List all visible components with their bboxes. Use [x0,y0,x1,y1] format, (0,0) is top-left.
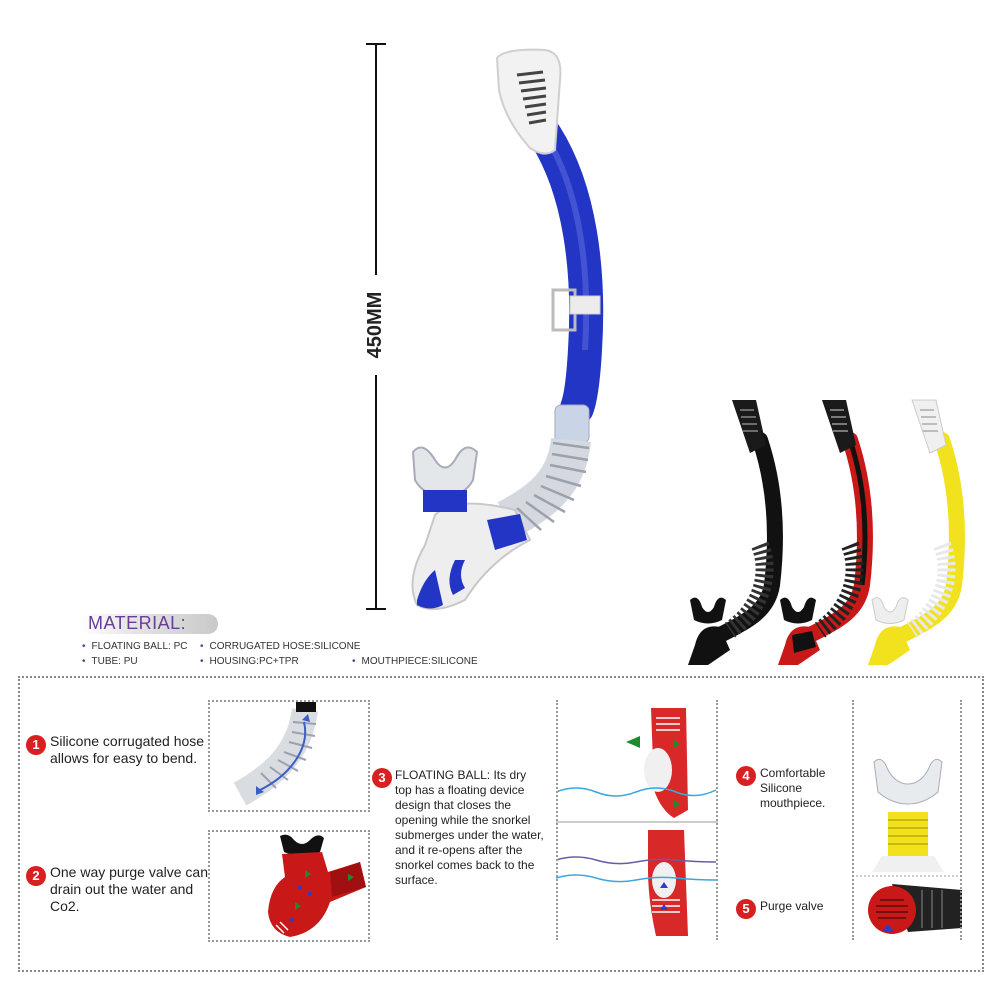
feature-number-badge: 3 [372,768,392,788]
feature-number-badge: 4 [736,766,756,786]
snorkel-color-variants [688,399,965,665]
material-item: •CORRUGATED HOSE:SILICONE [200,641,361,652]
material-item: •FLOATING BALL: PC [82,641,188,652]
dimension-cap-bottom [366,608,386,610]
snorkel-variant-red [778,400,873,665]
bullet-icon: • [82,656,86,667]
purge-valve-thumbnail [208,830,370,942]
feature-text: Purge valve [760,899,824,913]
floating-ball-cutaway-image [555,708,718,936]
material-title: MATERIAL: [88,613,187,633]
bullet-icon: • [82,641,86,652]
feature-number-badge: 1 [26,735,46,755]
purge-valve-cutaway-image [268,834,366,937]
material-item: •MOUTHPIECE:SILICONE [352,656,478,667]
feature-text: One way purge valve can drain out the wa… [50,864,208,914]
material-item: •HOUSING:PC+TPR [200,656,299,667]
feature-number-badge: 2 [26,866,46,886]
features-panel [18,676,984,972]
hose-thumbnail [208,700,370,812]
snorkel-variant-black [688,400,783,665]
feature-text: Silicone corrugated hose allows for easy… [50,733,205,766]
material-title-background [80,614,218,634]
corrugated-hose-image [233,702,318,806]
snorkel-variant-yellow [868,399,965,665]
floating-ball-thumbnail [555,700,718,940]
bullet-icon: • [200,656,204,667]
bullet-icon: • [200,641,204,652]
feature-text: Comfortable Silicone mouthpiece. [760,766,826,810]
snorkel-main-image [411,48,604,610]
mouthpiece-thumbnail [852,700,962,940]
dimension-cap-top [366,43,386,45]
mouthpiece-and-purge-valve-image [852,758,962,934]
material-item: •TUBE: PU [82,656,138,667]
dimension-label: 450MM [360,275,390,375]
bullet-icon: • [352,656,356,667]
feature-number-badge: 5 [736,899,756,919]
feature-text: FLOATING BALL: Its dry top has a floatin… [395,768,544,887]
